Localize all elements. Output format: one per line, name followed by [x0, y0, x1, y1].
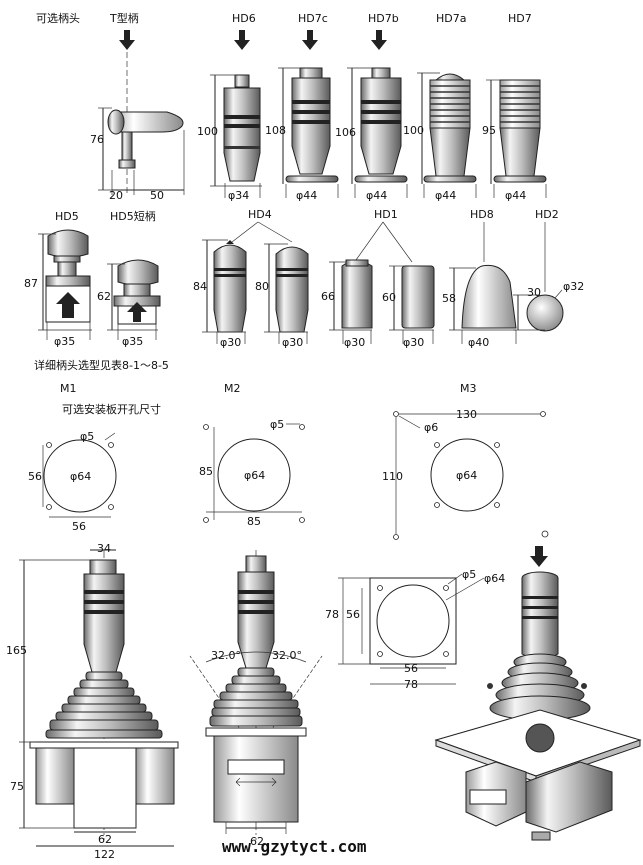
assembly-plate-view [338, 573, 485, 685]
website-url: www.gzytyct.com [222, 837, 367, 856]
handle-hd1-name: HD1 [374, 208, 398, 221]
handle-hd5 [38, 229, 92, 340]
handle-hd4-height-b: 80 [255, 280, 269, 293]
handle-hd4 [202, 221, 309, 344]
plate-m3-cutout [393, 411, 546, 540]
handle-hd2-height: 30 [527, 286, 541, 299]
plate-m2-width: 85 [247, 515, 261, 528]
arrow-icon [119, 30, 387, 50]
handle-hd1-diameter-b: φ30 [403, 336, 424, 349]
handle-hd6 [210, 74, 262, 198]
assembly-front-view [19, 549, 179, 847]
front-base-outer: 122 [94, 848, 115, 861]
handle-hd7 [486, 79, 547, 198]
handle-hd6-height: 100 [197, 125, 218, 138]
plate-outer-height: 78 [325, 608, 339, 621]
handle-hd4-diameter-b: φ30 [282, 336, 303, 349]
mounting-title: 可选安装板开孔尺寸 [62, 402, 161, 416]
plate-inner-width: 56 [404, 662, 418, 675]
handle-hd7b-diameter: φ44 [366, 189, 387, 202]
handle-hd7-name: HD7 [508, 12, 532, 25]
handle-hd4-name: HD4 [248, 208, 272, 221]
handle-hd2-name: HD2 [535, 208, 559, 221]
handle-hd4-diameter-a: φ30 [220, 336, 241, 349]
handle-hd7a-name: HD7a [436, 12, 466, 25]
plate-m3-hole: φ6 [424, 421, 438, 434]
handle-hd4-height-a: 84 [193, 280, 207, 293]
plate-m3-circle: φ64 [456, 469, 477, 482]
handle-hd5-diameter: φ35 [54, 335, 75, 348]
plate-hole: φ5 [462, 568, 476, 581]
plate-outer-width: 78 [404, 678, 418, 691]
handle-hd7b-height: 106 [335, 126, 356, 139]
handle-hd1-height-a: 66 [321, 290, 335, 303]
handle-note: 详细柄头选型见表8-1～8-5 [34, 358, 169, 372]
plate-m1-height: 56 [28, 470, 42, 483]
handle-hd5-short [107, 259, 161, 340]
handle-hd1-height-b: 60 [382, 291, 396, 304]
front-height-lower: 75 [10, 780, 24, 793]
handle-hd8-height: 58 [442, 292, 456, 305]
plate-m2-circle: φ64 [244, 469, 265, 482]
t-handle-reach: 50 [150, 189, 164, 202]
handle-hd7-height: 95 [482, 124, 496, 137]
assembly-isometric-view [434, 530, 642, 841]
handle-hd2-diameter: φ32 [563, 280, 584, 293]
plate-m3-name: M3 [460, 382, 477, 395]
handles-title: 可选柄头 [36, 12, 80, 25]
handle-hd7a [417, 72, 477, 198]
plate-m1-width: 56 [72, 520, 86, 533]
plate-m1-cutout [42, 432, 117, 518]
handle-hd7-diameter: φ44 [505, 189, 526, 202]
plate-m1-hole: φ5 [80, 430, 94, 443]
plate-m1-circle: φ64 [70, 470, 91, 483]
t-handle-drawing [98, 52, 185, 195]
handle-hd5-short-height: 62 [97, 290, 111, 303]
handle-hd7b [347, 67, 408, 198]
handle-hd7c-height: 108 [265, 124, 286, 137]
t-handle-shaft: 20 [109, 189, 123, 202]
plate-m2-hole: φ5 [270, 418, 284, 431]
t-handle-height: 76 [90, 133, 104, 146]
handle-hd6-name: HD6 [232, 12, 256, 25]
handle-hd7a-height: 100 [403, 124, 424, 137]
handle-hd8 [449, 222, 517, 344]
handle-hd5-name: HD5 [55, 210, 79, 223]
plate-m1-name: M1 [60, 382, 77, 395]
handle-hd1-diameter-a: φ30 [344, 336, 365, 349]
handle-hd2 [513, 222, 564, 332]
front-base-inner: 62 [98, 833, 112, 846]
plate-m2-cutout [203, 423, 305, 523]
front-height-upper: 165 [6, 644, 27, 657]
side-angle-left: 32.0° [211, 649, 241, 662]
handle-hd8-name: HD8 [470, 208, 494, 221]
handle-hd6-diameter: φ34 [228, 189, 249, 202]
handle-hd5-short-diameter: φ35 [122, 335, 143, 348]
plate-m3-width: 130 [456, 408, 477, 421]
plate-circle: φ64 [484, 572, 505, 585]
plate-inner-height: 56 [346, 608, 360, 621]
plate-m2-name: M2 [224, 382, 241, 395]
handle-hd1 [329, 221, 435, 344]
handle-hd7b-name: HD7b [368, 12, 399, 25]
handle-hd7a-diameter: φ44 [435, 189, 456, 202]
arrow-icon [530, 546, 548, 567]
side-base-width: 62 [250, 835, 264, 848]
side-angle-right: 32.0° [272, 649, 302, 662]
handle-hd5-height: 87 [24, 277, 38, 290]
plate-m2-height: 85 [199, 465, 213, 478]
handle-hd7c [278, 67, 339, 198]
t-handle-label: T型柄 [109, 11, 139, 25]
handle-hd7c-diameter: φ44 [296, 189, 317, 202]
front-top-width: 34 [97, 542, 111, 555]
plate-m3-height: 110 [382, 470, 403, 483]
assembly-side-view [189, 550, 323, 840]
handle-hd7c-name: HD7c [298, 12, 328, 25]
handle-hd5-short-name: HD5短柄 [110, 209, 156, 223]
handle-hd8-diameter: φ40 [468, 336, 489, 349]
